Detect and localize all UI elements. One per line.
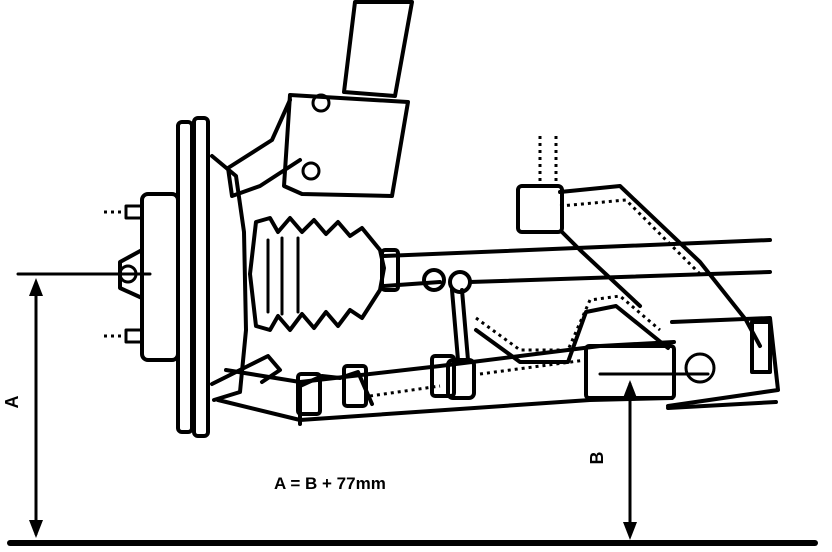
label-b: B [587,452,607,465]
cv-boot [248,216,386,332]
body-frame [516,136,780,410]
dimension-b [623,380,637,540]
formula-label: A = B + 77mm [274,474,386,493]
wheel-hub [104,192,180,362]
drop-link [422,268,476,400]
strut [226,0,414,198]
brake-disc [176,116,248,438]
label-a: A [2,396,22,409]
dimension-a [29,278,43,538]
lower-control-arm [210,340,676,426]
